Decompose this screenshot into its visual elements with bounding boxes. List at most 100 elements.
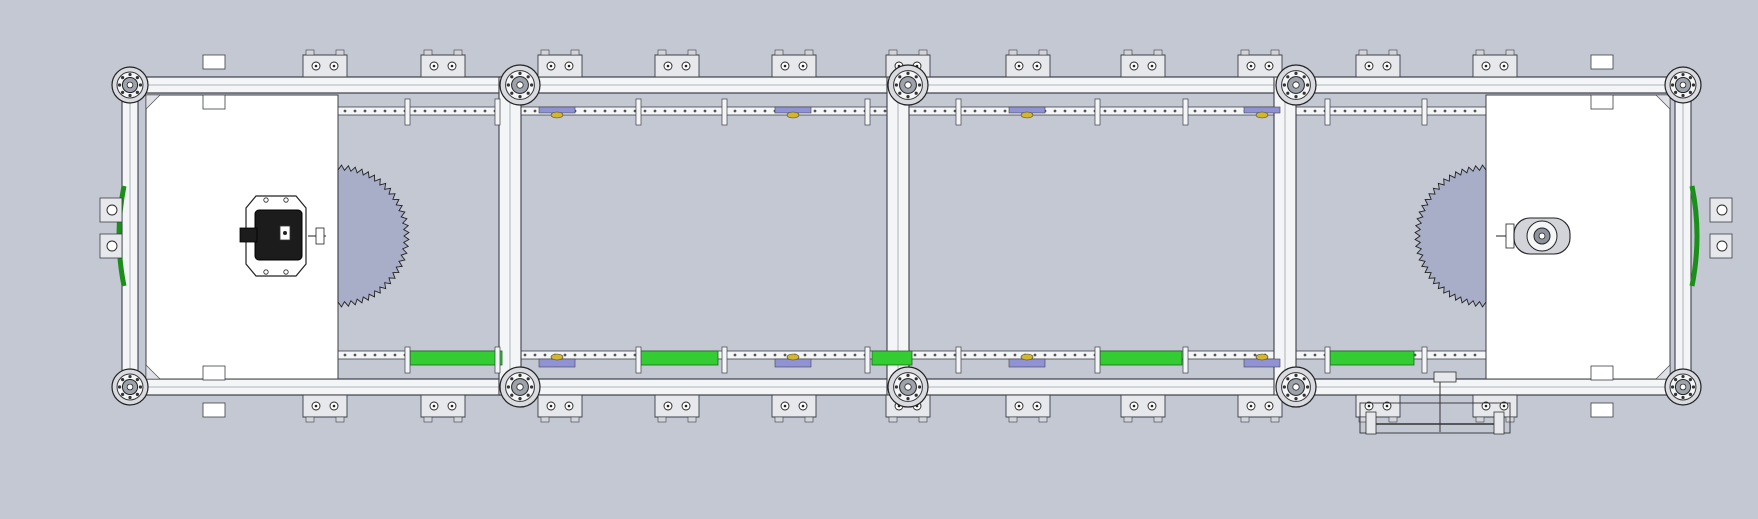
- clamp-body: [771, 394, 817, 418]
- chain-hole: [413, 109, 417, 113]
- rail-tab: [1094, 98, 1101, 126]
- chain-hole: [733, 109, 737, 113]
- bearing-ball: [1674, 76, 1678, 80]
- clamp-bolt-center: [1017, 64, 1021, 68]
- mount-clamp-icon: [302, 49, 348, 78]
- slide-pads: [538, 106, 1281, 368]
- chain-hole: [383, 109, 387, 113]
- chain-hole: [843, 353, 847, 357]
- bearing-ball: [1294, 71, 1298, 75]
- chain-hole: [1133, 109, 1137, 113]
- bearing-center: [126, 81, 134, 89]
- chain-hole: [1383, 109, 1387, 113]
- plate-chamfer: [1655, 364, 1671, 380]
- bearing-ball: [138, 385, 143, 389]
- chain-hole: [1253, 353, 1257, 357]
- chain-hole: [923, 353, 927, 357]
- bearing-ball: [128, 93, 132, 98]
- clamp-ear: [918, 416, 928, 423]
- corner-bearing-icon: [111, 368, 149, 406]
- clamp-ear: [1008, 416, 1018, 423]
- clamp-ear: [1123, 416, 1133, 423]
- chain-hole: [1213, 353, 1217, 357]
- clamp-ear: [335, 416, 345, 423]
- chain-hole: [883, 109, 887, 113]
- tensioner-block: [1493, 411, 1505, 435]
- end-tab: [202, 365, 226, 381]
- chain-hole: [523, 109, 527, 113]
- clamp-bolt-center: [1132, 64, 1136, 68]
- end-tab: [202, 54, 226, 70]
- chain-hole: [1173, 109, 1177, 113]
- mount-clamp-icon: [420, 49, 466, 78]
- bearing-ball: [121, 378, 125, 382]
- clamp-body: [654, 394, 700, 418]
- chain-hole: [1003, 353, 1007, 357]
- clamp-bolt-center: [666, 404, 670, 408]
- clamp-body: [537, 394, 583, 418]
- clamp-bolt-center: [1249, 404, 1253, 408]
- chain-hole: [1463, 353, 1467, 357]
- bearing-ball: [526, 393, 530, 397]
- chain-hole: [373, 109, 377, 113]
- chain-hole: [843, 109, 847, 113]
- clamp-bolt-center: [1367, 404, 1371, 408]
- bearing-ball: [518, 95, 522, 99]
- clamp-bolt-center: [567, 404, 571, 408]
- chain-hole: [773, 353, 777, 357]
- chain-hole: [1473, 109, 1477, 113]
- clamp-body: [1355, 394, 1401, 418]
- clamp-ear: [305, 416, 315, 423]
- chain-guide-rail: [1329, 350, 1415, 366]
- chain-hole: [1243, 353, 1247, 357]
- clamp-ear: [918, 49, 928, 56]
- clamp-ear: [804, 49, 814, 56]
- bearing-ball: [1306, 83, 1310, 87]
- bearing-ball: [135, 76, 139, 80]
- clamp-bolt-center: [432, 404, 436, 408]
- bearing-ball: [128, 72, 132, 77]
- bearing-ball: [906, 373, 910, 377]
- bearing-ball: [1302, 393, 1306, 397]
- clamp-ear: [1505, 49, 1515, 56]
- chain-hole: [1303, 109, 1307, 113]
- bearing-ball: [121, 90, 125, 94]
- clamp-bolt-center: [684, 404, 688, 408]
- bearing-ball: [526, 377, 530, 381]
- clamp-body: [1120, 54, 1166, 78]
- clamp-bolt-center: [783, 64, 787, 68]
- clamp-ear: [1008, 49, 1018, 56]
- chain-hole: [943, 109, 947, 113]
- chain-hole: [353, 353, 357, 357]
- roller: [550, 353, 564, 361]
- clamp-bolt-center: [450, 64, 454, 68]
- flange-bolt: [283, 197, 289, 203]
- chain-hole: [383, 353, 387, 357]
- clamp-bolt-center: [1150, 64, 1154, 68]
- side-disc-edge: [1689, 185, 1700, 287]
- shaft-bolt: [1716, 240, 1728, 252]
- chain-hole: [873, 109, 877, 113]
- mount-clamp-icon: [1355, 49, 1401, 78]
- mount-clamp-icon: [1472, 49, 1518, 78]
- bearing-ball: [1681, 374, 1685, 379]
- rail-tab: [1421, 346, 1428, 374]
- bearing-ball: [894, 83, 899, 87]
- chain-hole: [1433, 353, 1437, 357]
- flange-bolt: [283, 269, 289, 275]
- chain-hole: [783, 353, 787, 357]
- mount-clamp-icon: [654, 49, 700, 78]
- chain-hole: [583, 109, 587, 113]
- bearing-center: [126, 383, 134, 391]
- clamp-body: [1237, 54, 1283, 78]
- chain-hole: [363, 109, 367, 113]
- clamp-ear: [453, 416, 463, 423]
- clamp-ear: [1038, 49, 1048, 56]
- chain-hole: [963, 353, 967, 357]
- clamp-bolt-center: [567, 64, 571, 68]
- clamp-bolt-center: [1385, 64, 1389, 68]
- chain-hole: [1443, 353, 1447, 357]
- chain-hole: [923, 109, 927, 113]
- mount-clamp-icon: [1237, 49, 1283, 78]
